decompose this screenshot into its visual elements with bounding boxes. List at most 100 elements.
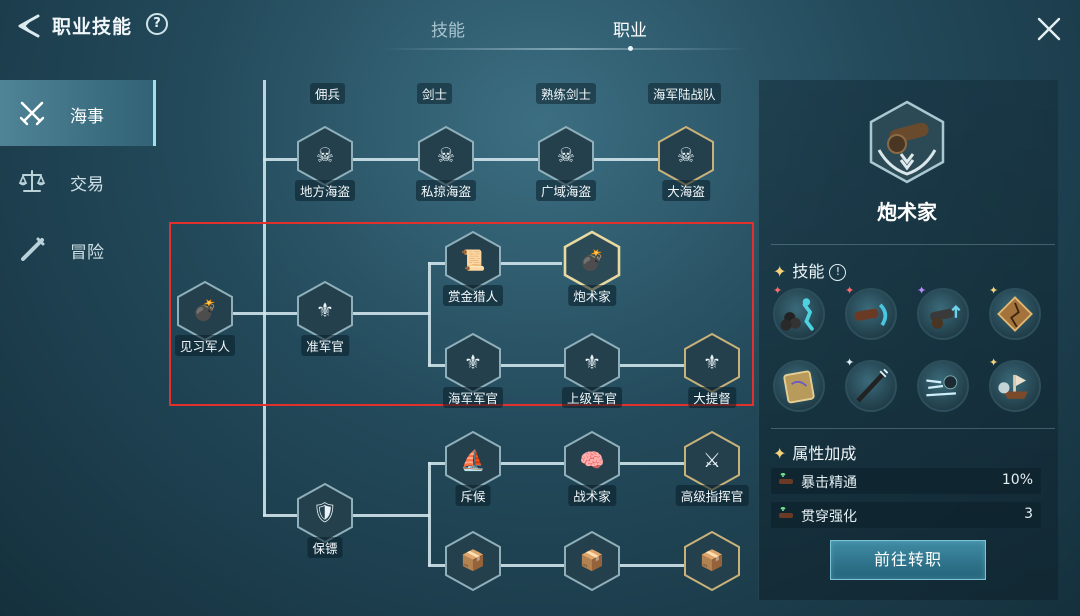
- career-node-label: 斥候: [455, 485, 491, 506]
- sidebar-item-adventure[interactable]: 冒险: [0, 216, 156, 282]
- tree-connector: [350, 312, 430, 315]
- career-label-swordsman[interactable]: 剑士: [417, 83, 453, 104]
- tree-connector: [263, 514, 303, 517]
- career-node-label: 大海盗: [662, 180, 710, 201]
- career-node-merchant-2[interactable]: 📦: [559, 530, 625, 592]
- career-node-label: 保镖: [307, 537, 343, 558]
- career-node-naval-officer[interactable]: ⚜ 海军军官: [440, 332, 506, 408]
- skill-slot-2[interactable]: [845, 288, 897, 340]
- tree-connector: [350, 158, 680, 161]
- crossed-swords-icon: [18, 99, 46, 127]
- career-detail-title: 炮术家: [877, 200, 937, 224]
- skull-icon: ☠: [557, 142, 575, 167]
- career-node-tactician[interactable]: 🧠 战术家: [559, 430, 625, 506]
- hex-frame-selected: 💣: [562, 230, 622, 292]
- shield-icon: 🛡: [312, 499, 338, 524]
- close-button[interactable]: [1034, 14, 1064, 44]
- career-node-trainee-soldier[interactable]: 💣 见习军人: [172, 280, 238, 356]
- career-label-expert-swordsman[interactable]: 熟练剑士: [536, 83, 597, 104]
- skill-star-icon: ✦: [845, 284, 855, 297]
- skill-star-icon: ✦: [917, 284, 927, 297]
- info-icon[interactable]: !: [829, 264, 847, 281]
- skill-slot-4[interactable]: [989, 288, 1041, 340]
- attribute-row: 暴击精通 10%: [771, 468, 1041, 494]
- attribute-value: 10%: [1001, 472, 1033, 488]
- crest-icon: ⚜: [464, 349, 482, 374]
- tree-connector: [263, 80, 266, 516]
- sidebar-item-trade[interactable]: 交易: [0, 148, 156, 214]
- career-node-label: 广域海盗: [535, 180, 597, 201]
- career-node-senior-officer[interactable]: ⚜ 上级军官: [559, 332, 625, 408]
- career-label-mercenary[interactable]: 佣兵: [310, 83, 346, 104]
- career-node-grand-pirate[interactable]: ☠ 大海盗: [653, 125, 719, 201]
- header: 职业技能 ? 技能 职业: [0, 0, 1080, 56]
- page-title: 职业技能: [52, 16, 133, 38]
- tab-skills[interactable]: 技能: [431, 21, 465, 41]
- crate-icon: 📦: [460, 547, 486, 572]
- career-label-marines[interactable]: 海军陆战队: [648, 83, 721, 104]
- career-node-merchant-1[interactable]: 📦: [440, 530, 506, 592]
- career-emblem: [865, 98, 949, 186]
- skull-icon: ☠: [677, 142, 695, 167]
- sidebar-item-label: 海事: [70, 107, 104, 127]
- sidebar-item-maritime[interactable]: 海事: [0, 80, 156, 146]
- back-button[interactable]: [12, 10, 44, 42]
- crate-icon: 📦: [699, 547, 725, 572]
- career-node-label: 准军官: [301, 335, 349, 356]
- career-node-bodyguard[interactable]: 🛡 保镖: [292, 482, 358, 558]
- career-node-warrant-officer[interactable]: ⚜ 准军官: [292, 280, 358, 356]
- crest-icon: ⚜: [583, 349, 601, 374]
- sidebar-item-label: 冒险: [70, 243, 104, 263]
- brain-icon: 🧠: [579, 447, 605, 472]
- career-node-senior-commander[interactable]: ⚔ 高级指挥官: [675, 430, 749, 506]
- skill-slot-5[interactable]: [773, 360, 825, 412]
- help-button[interactable]: ?: [146, 13, 168, 35]
- skill-star-icon: ✦: [773, 284, 783, 297]
- tree-connector: [428, 262, 448, 265]
- skill-slot-6[interactable]: [845, 360, 897, 412]
- hex-frame: ⚜: [295, 280, 355, 342]
- career-node-label: 私掠海盗: [415, 180, 477, 201]
- tab-career[interactable]: 职业: [613, 21, 647, 41]
- hex-frame: 💣: [175, 280, 235, 342]
- hex-frame: ⚔: [682, 430, 742, 492]
- cannonball-runner-icon: [780, 298, 814, 331]
- career-node-bounty-hunter[interactable]: 📜 赏金猎人: [440, 230, 506, 306]
- hex-frame: 📦: [443, 530, 503, 592]
- attribute-name: 贯穿强化: [801, 509, 857, 525]
- active-tab-indicator: [628, 46, 633, 51]
- skill-star-icon: ✦: [845, 356, 855, 369]
- tree-connector: [428, 262, 431, 366]
- skill-slot-3[interactable]: [917, 288, 969, 340]
- cannon-upgrade-icon: [777, 505, 797, 523]
- tree-connector: [232, 312, 312, 315]
- career-node-wide-pirate[interactable]: ☠ 广域海盗: [533, 125, 599, 201]
- hex-frame: ☠: [295, 125, 355, 187]
- career-node-scout[interactable]: ⛵ 斥候: [440, 430, 506, 506]
- skill-slot-8[interactable]: [989, 360, 1041, 412]
- career-node-label: 地方海盗: [294, 180, 356, 201]
- career-node-merchant-3[interactable]: 📦: [679, 530, 745, 592]
- hex-frame: 📦: [562, 530, 622, 592]
- cannon-icon: 💣: [579, 247, 605, 272]
- skill-slot-7[interactable]: [917, 360, 969, 412]
- career-node-label: 见习军人: [174, 335, 236, 356]
- career-node-local-pirate[interactable]: ☠ 地方海盗: [292, 125, 358, 201]
- skill-star-icon: ✦: [989, 356, 999, 369]
- hex-frame: ☠: [416, 125, 476, 187]
- scales-icon: [18, 167, 46, 195]
- change-career-button[interactable]: 前往转职: [830, 540, 986, 580]
- cannon-upgrade-icon: [930, 304, 961, 329]
- career-node-privateer[interactable]: ☠ 私掠海盗: [413, 125, 479, 201]
- hex-frame: 📜: [443, 230, 503, 292]
- career-node-admiral[interactable]: ⚜ 大提督: [679, 332, 745, 408]
- skills-section-title: ✦技能!: [773, 258, 847, 282]
- skull-icon: ☠: [437, 142, 455, 167]
- cannon-icon: 💣: [192, 297, 218, 322]
- tab-underline: [380, 48, 750, 50]
- career-node-label: 炮术家: [568, 285, 616, 306]
- career-node-gunner[interactable]: 💣 炮术家: [559, 230, 625, 306]
- skill-slot-1[interactable]: [773, 288, 825, 340]
- hex-frame: ⚜: [562, 332, 622, 394]
- hex-frame: ⛵: [443, 430, 503, 492]
